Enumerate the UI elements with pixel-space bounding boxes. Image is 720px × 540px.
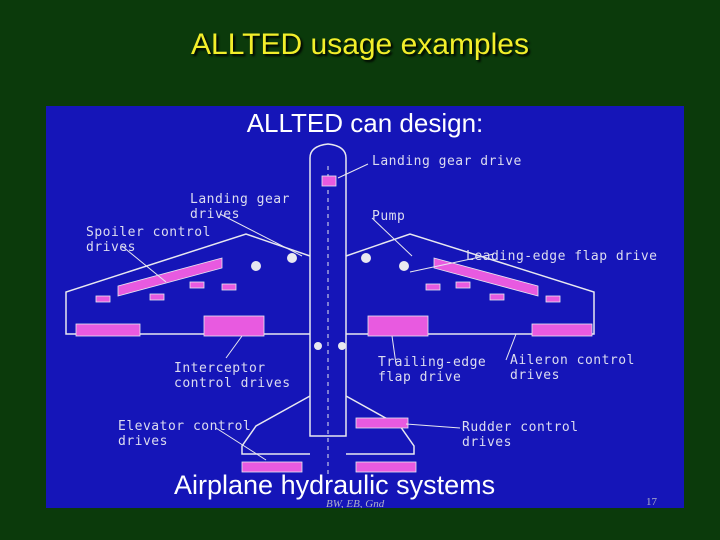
label-aileron-control-drives: Aileron control drives bbox=[510, 353, 635, 383]
flap-block-right-outer bbox=[531, 323, 593, 337]
rudder-block bbox=[355, 417, 409, 429]
landing-gear-drive-block bbox=[321, 175, 337, 187]
components bbox=[75, 175, 593, 473]
label-rudder-control-drives: Rudder control drives bbox=[462, 420, 579, 450]
slide-number: 17 bbox=[646, 496, 657, 508]
flap-block-left-inner bbox=[203, 315, 265, 337]
label-elevator-control-drives: Elevator control drives bbox=[118, 419, 252, 449]
airplane-hydraulic-diagram bbox=[65, 143, 595, 476]
label-pump: Pump bbox=[372, 209, 406, 224]
spoiler-panel-right bbox=[433, 257, 539, 297]
label-spoiler-control-drives: Spoiler control drives bbox=[86, 225, 211, 255]
label-landing-gear-drives: Landing gear drives bbox=[190, 192, 290, 222]
elevator-block-right bbox=[355, 461, 417, 473]
small-actuators bbox=[95, 281, 561, 303]
diagram-panel: ALLTED can design: Landing gear drive La… bbox=[46, 106, 684, 508]
slide-title: ALLTED usage examples bbox=[191, 28, 529, 61]
airframe-outline bbox=[65, 143, 595, 455]
label-trailing-edge-flap-drive: Trailing-edge flap drive bbox=[378, 355, 487, 385]
footer-credit: BW, EB, Gnd bbox=[326, 498, 385, 508]
flap-block-left-outer bbox=[75, 323, 141, 337]
diagram-heading: ALLTED can design: bbox=[246, 108, 484, 138]
pump-symbols bbox=[251, 253, 409, 350]
label-landing-gear-drive: Landing gear drive bbox=[372, 154, 522, 169]
label-leading-edge-flap-drive: Leading-edge flap drive bbox=[466, 249, 658, 264]
callout-lines bbox=[121, 163, 517, 461]
footer-title: Airplane hydraulic systems bbox=[174, 470, 496, 500]
elevator-block-left bbox=[241, 461, 303, 473]
label-interceptor-control-drives: Interceptor control drives bbox=[174, 361, 291, 391]
flap-block-right-inner bbox=[367, 315, 429, 337]
spoiler-panel-left bbox=[117, 257, 223, 297]
